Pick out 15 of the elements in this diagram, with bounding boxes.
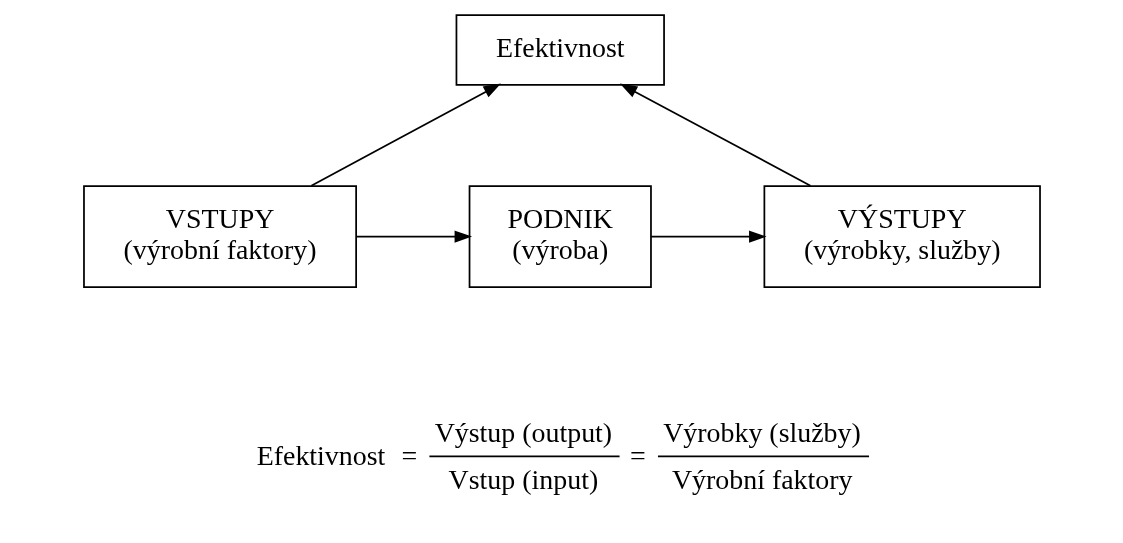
node-box: VÝSTUPY (výrobky, služby) xyxy=(763,185,1041,289)
label: = xyxy=(401,439,417,471)
node-box: PODNIK (výroba) xyxy=(468,185,652,289)
label: Efektivnost xyxy=(256,439,385,471)
label: Výrobní faktory xyxy=(671,464,852,496)
node-box: VSTUPY (výrobní faktory) xyxy=(82,185,357,289)
label: = xyxy=(629,439,646,471)
arrow xyxy=(649,230,767,243)
node-box: Efektivnost xyxy=(455,14,665,86)
label: Vstup (input) xyxy=(448,464,598,496)
label: Výstup (output) xyxy=(434,417,612,449)
arrow xyxy=(619,83,811,187)
label: Výrobky (služby) xyxy=(662,417,861,449)
arrow xyxy=(354,230,472,243)
arrow xyxy=(309,83,501,187)
